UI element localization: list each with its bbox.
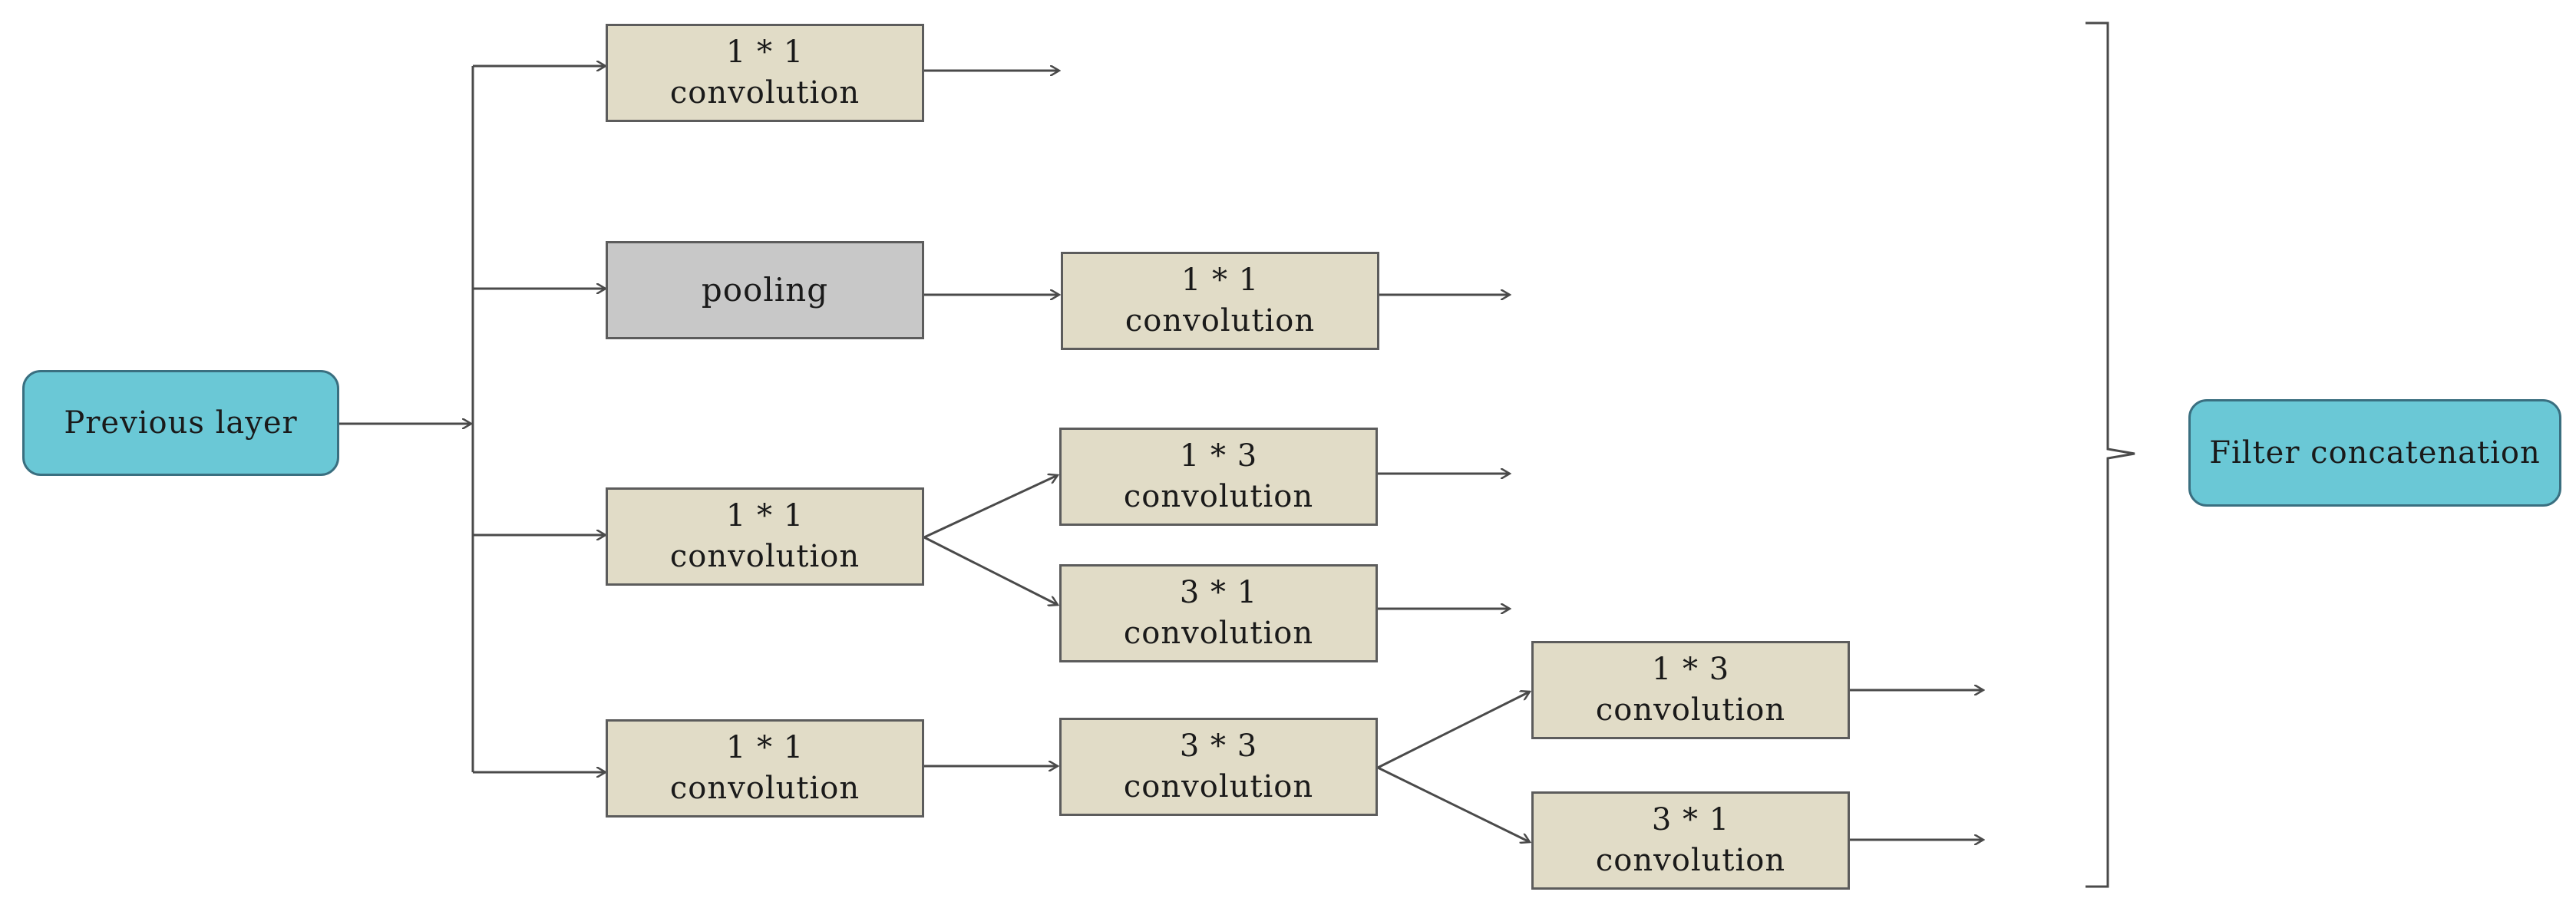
branch1-conv-label: convolution: [669, 75, 860, 111]
branch3-conv-1x1: 1 * 1 convolution: [606, 487, 924, 586]
branch2-conv-label: convolution: [1125, 303, 1316, 339]
previous-layer-label: Previous layer: [64, 405, 298, 441]
branch2-conv-size: 1 * 1: [1181, 263, 1260, 299]
branch4-conv2-size: 3 * 3: [1179, 728, 1258, 765]
branch3b-conv-size: 3 * 1: [1179, 575, 1258, 611]
branch4-conv-1x3: 1 * 3 convolution: [1531, 641, 1850, 739]
filter-concatenation-label: Filter concatenation: [2209, 434, 2541, 471]
branch3-conv-1x3: 1 * 3 convolution: [1059, 428, 1378, 526]
branch4a-conv-size: 1 * 3: [1651, 652, 1730, 688]
branch3-conv-size: 1 * 1: [725, 498, 804, 534]
branch2-conv-1x1: 1 * 1 convolution: [1061, 252, 1379, 350]
edge-b4-conv-a: [1377, 692, 1530, 769]
concat-bracket: [2086, 21, 2135, 888]
previous-layer-node: Previous layer: [22, 370, 339, 476]
branch4-conv-3x3: 3 * 3 convolution: [1059, 718, 1378, 816]
branch4-conv1-size: 1 * 1: [725, 730, 804, 766]
branch2-pooling: pooling: [606, 241, 924, 339]
branch3b-conv-label: convolution: [1123, 616, 1314, 651]
filter-concatenation-node: Filter concatenation: [2188, 399, 2561, 507]
branch3a-conv-label: convolution: [1123, 479, 1314, 514]
branch4-conv-3x1: 3 * 1 convolution: [1531, 791, 1850, 890]
branch3-conv-3x1: 3 * 1 convolution: [1059, 564, 1378, 662]
edge-b4-conv-b: [1377, 766, 1530, 842]
pooling-label: pooling: [701, 271, 829, 309]
edge-b3-conv-b: [923, 536, 1058, 605]
branch4b-conv-size: 3 * 1: [1651, 802, 1730, 838]
edge-b3-conv-a: [923, 475, 1058, 539]
branch1-conv-1x1: 1 * 1 convolution: [606, 24, 924, 122]
branch4b-conv-label: convolution: [1595, 843, 1786, 878]
branch4-conv1-label: convolution: [669, 771, 860, 806]
branch3a-conv-size: 1 * 3: [1179, 438, 1258, 474]
branch1-conv-size: 1 * 1: [725, 35, 804, 71]
branch4-conv-1x1: 1 * 1 convolution: [606, 719, 924, 818]
branch4-conv2-label: convolution: [1123, 769, 1314, 804]
branch3-conv-label: convolution: [669, 539, 860, 574]
branch4a-conv-label: convolution: [1595, 692, 1786, 728]
